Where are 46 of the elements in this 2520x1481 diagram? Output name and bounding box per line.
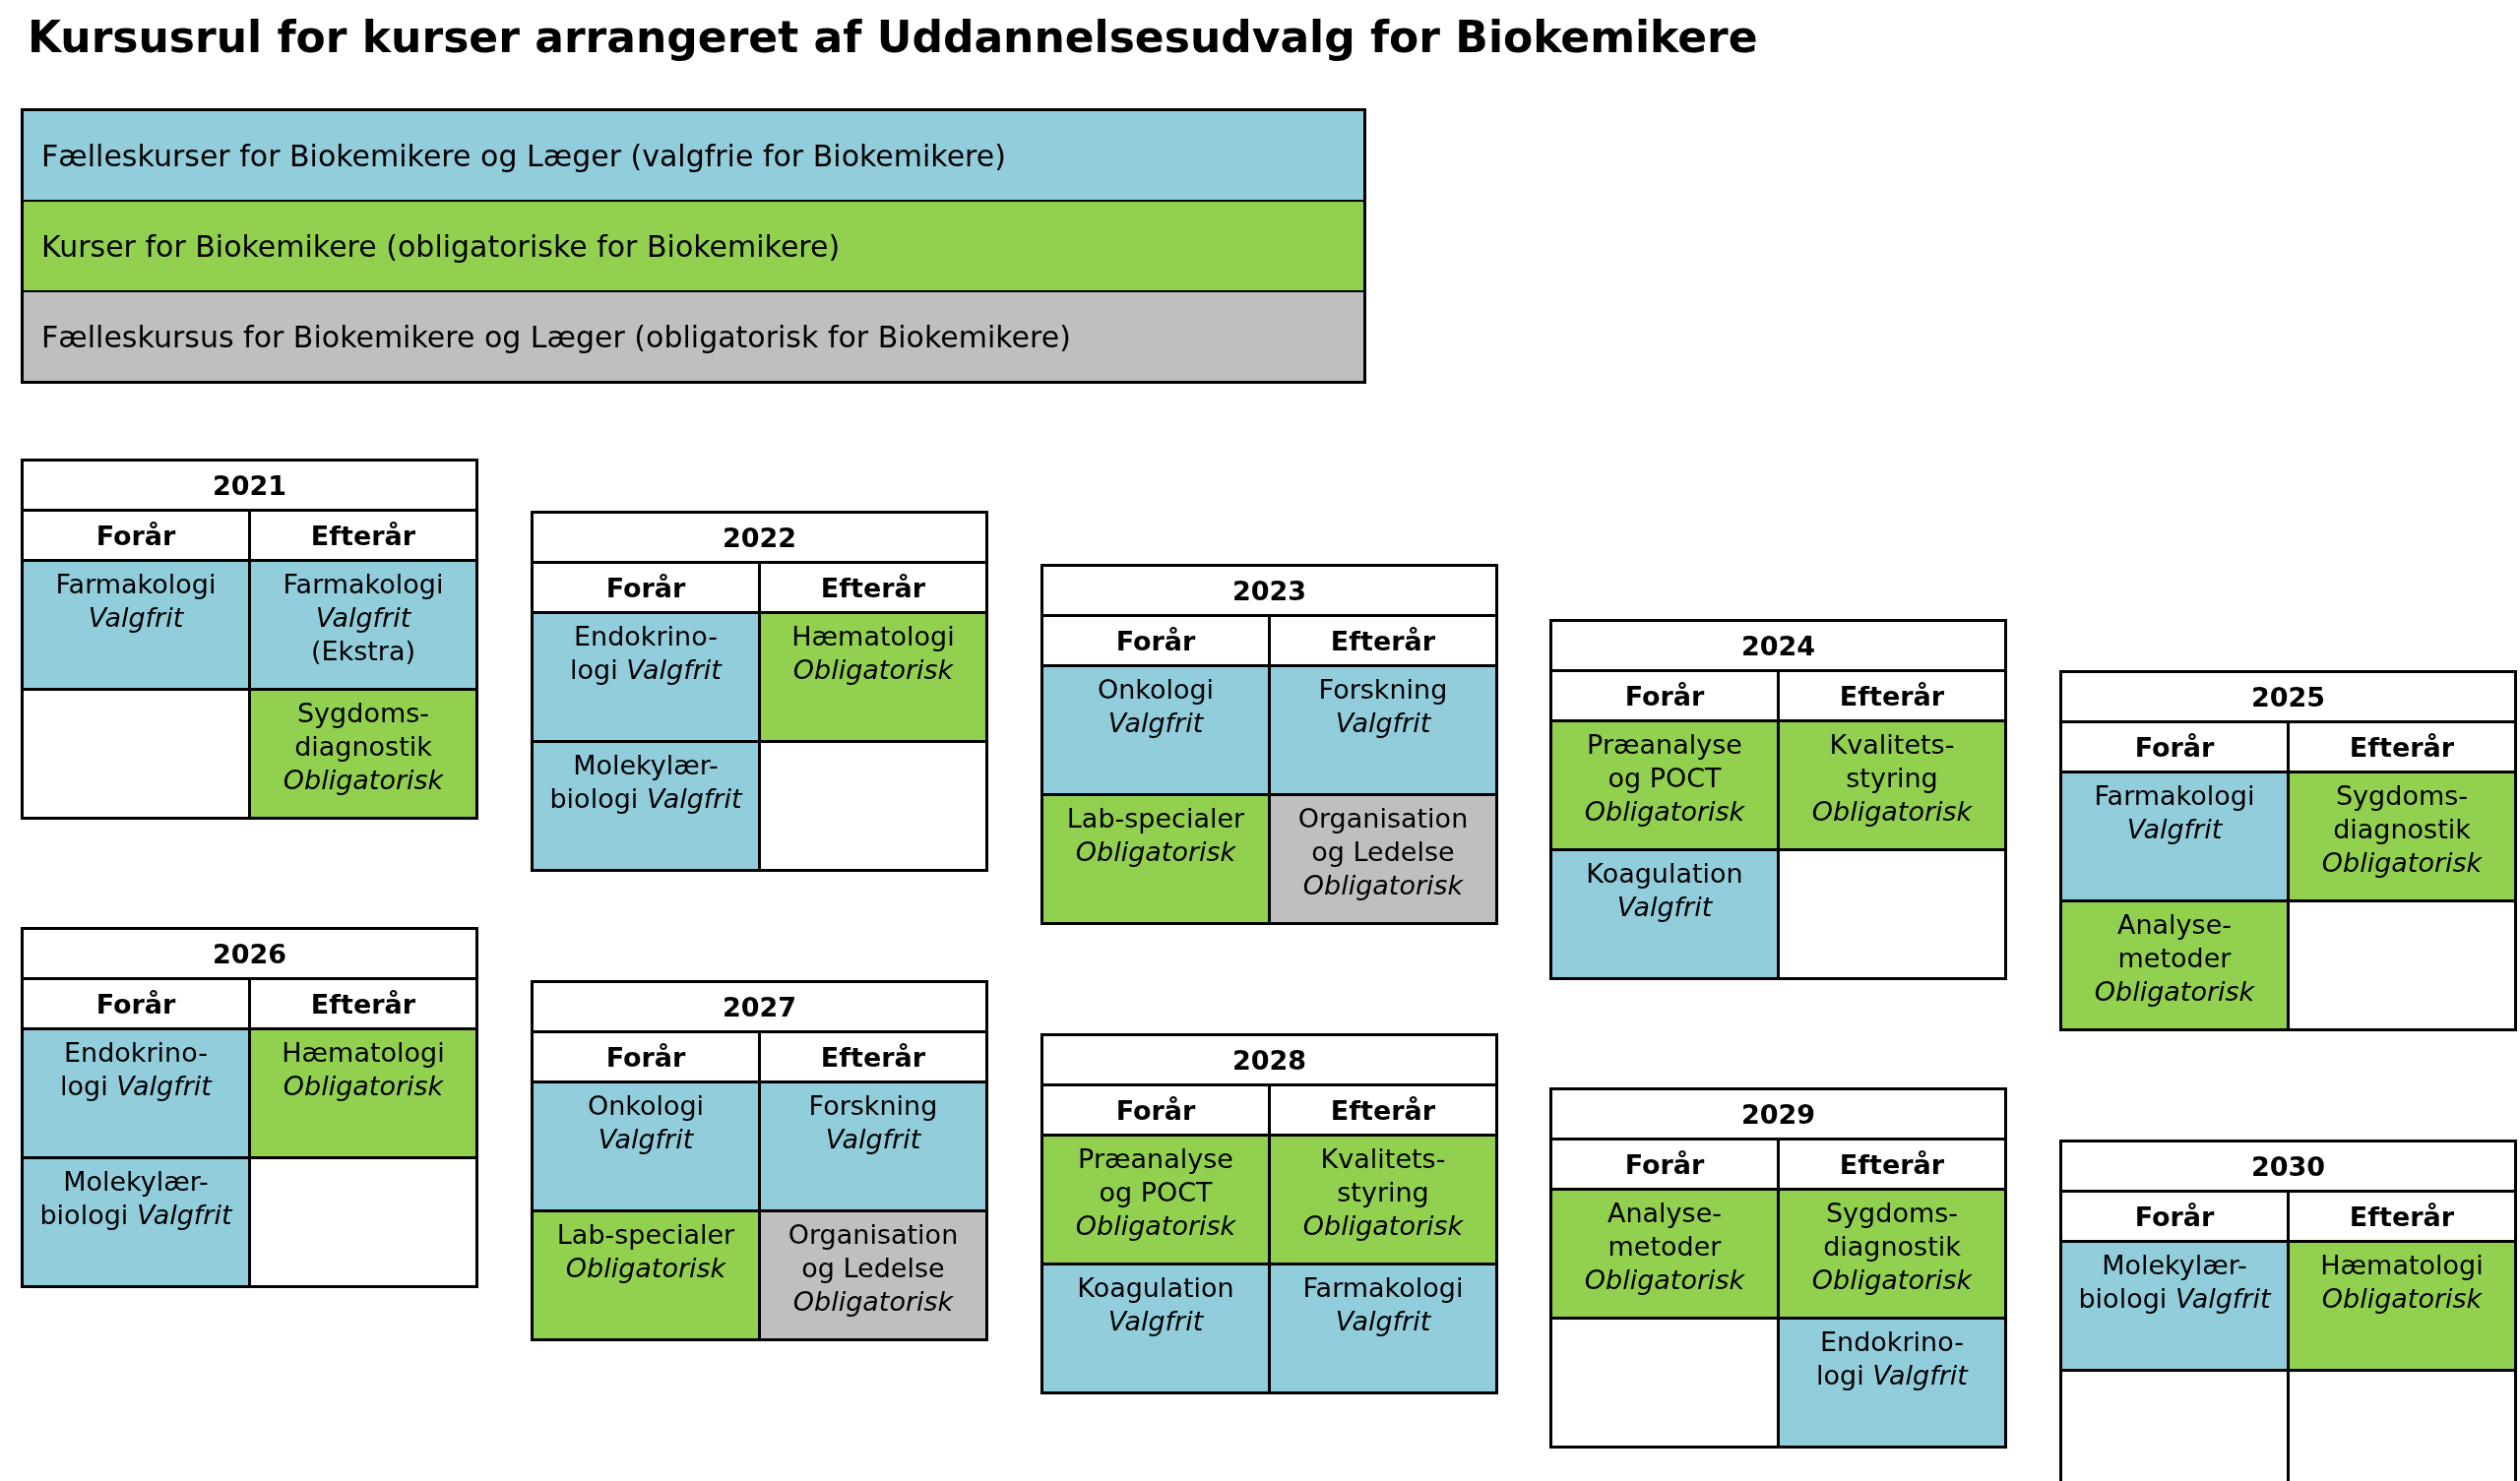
course-cell: Præanalyse og POCT Obligatorisk xyxy=(1550,720,1779,850)
course-cell: Organisation og Ledelse Obligatorisk xyxy=(1269,794,1497,924)
year-header: 2029 xyxy=(1550,1088,2006,1140)
course-cell: Lab-specialer Obligatorisk xyxy=(532,1210,760,1340)
course-cell: Hæmatologi Obligatorisk xyxy=(2288,1241,2516,1371)
year-header: 2023 xyxy=(1041,565,1497,616)
year-header: 2027 xyxy=(532,981,987,1032)
course-cell: Analyse- metoder Obligatorisk xyxy=(2060,900,2289,1030)
course-cell: Hæmatologi Obligatorisk xyxy=(759,612,987,742)
course-cell: Endokrino- logi Valgfrit xyxy=(532,612,760,742)
title: Kursusrul for kurser arrangeret af Uddannelsesudvalg for Biokemikere xyxy=(28,12,1758,62)
year-header: 2021 xyxy=(22,460,477,511)
course-cell: Sygdoms- diagnostik Obligatorisk xyxy=(2288,771,2516,901)
course-cell: Lab-specialer Obligatorisk xyxy=(1041,794,1270,924)
legend-text: Fælleskursus for Biokemikere og Læger (obligatorisk for Biokemikere) xyxy=(40,319,1071,354)
course-cell: Sygdoms- diagnostik Obligatorisk xyxy=(249,689,477,819)
course-cell: Præanalyse og POCT Obligatorisk xyxy=(1041,1135,1270,1265)
course-cell: Onkologi Valgfrit xyxy=(1041,665,1270,795)
course-cell: Organisation og Ledelse Obligatorisk xyxy=(759,1210,987,1340)
course-cell: Farmakologi Valgfrit xyxy=(22,560,250,690)
course-cell: Analyse- metoder Obligatorisk xyxy=(1550,1189,1779,1319)
year-header: 2026 xyxy=(22,928,477,979)
course-cell: Koagulation Valgfrit xyxy=(1041,1264,1270,1393)
year-header: 2022 xyxy=(532,512,987,563)
course-cell: Forskning Valgfrit xyxy=(1269,665,1497,795)
course-cell: Endokrino- logi Valgfrit xyxy=(1778,1318,2006,1448)
course-cell: Molekylær- biologi Valgfrit xyxy=(532,741,760,871)
course-cell: Hæmatologi Obligatorisk xyxy=(249,1028,477,1158)
course-cell: Farmakologi Valgfrit xyxy=(2060,771,2289,901)
course-cell: Forskning Valgfrit xyxy=(759,1081,987,1211)
course-cell: Koagulation Valgfrit xyxy=(1550,849,1779,979)
course-cell: Farmakologi Valgfrit xyxy=(1269,1264,1497,1393)
course-cell: Endokrino- logi Valgfrit xyxy=(22,1028,250,1158)
course-cell: Molekylær- biologi Valgfrit xyxy=(22,1157,250,1287)
course-cell: Sygdoms- diagnostik Obligatorisk xyxy=(1778,1189,2006,1319)
course-cell: Kvalitets- styring Obligatorisk xyxy=(1778,720,2006,850)
course-cell: Onkologi Valgfrit xyxy=(532,1081,760,1211)
course-cell: Kvalitets- styring Obligatorisk xyxy=(1269,1135,1497,1265)
legend-text: Fælleskurser for Biokemikere og Læger (valgfrie for Biokemikere) xyxy=(40,138,1006,173)
year-header: 2030 xyxy=(2060,1141,2516,1192)
course-cell: Farmakologi Valgfrit (Ekstra) xyxy=(249,560,477,690)
course-cell: Molekylær- biologi Valgfrit xyxy=(2060,1241,2289,1371)
year-header: 2025 xyxy=(2060,671,2516,722)
year-header: 2028 xyxy=(1041,1034,1497,1085)
year-header: 2024 xyxy=(1550,620,2006,671)
legend-text: Kurser for Biokemikere (obligatoriske for Biokemikere) xyxy=(40,228,841,264)
